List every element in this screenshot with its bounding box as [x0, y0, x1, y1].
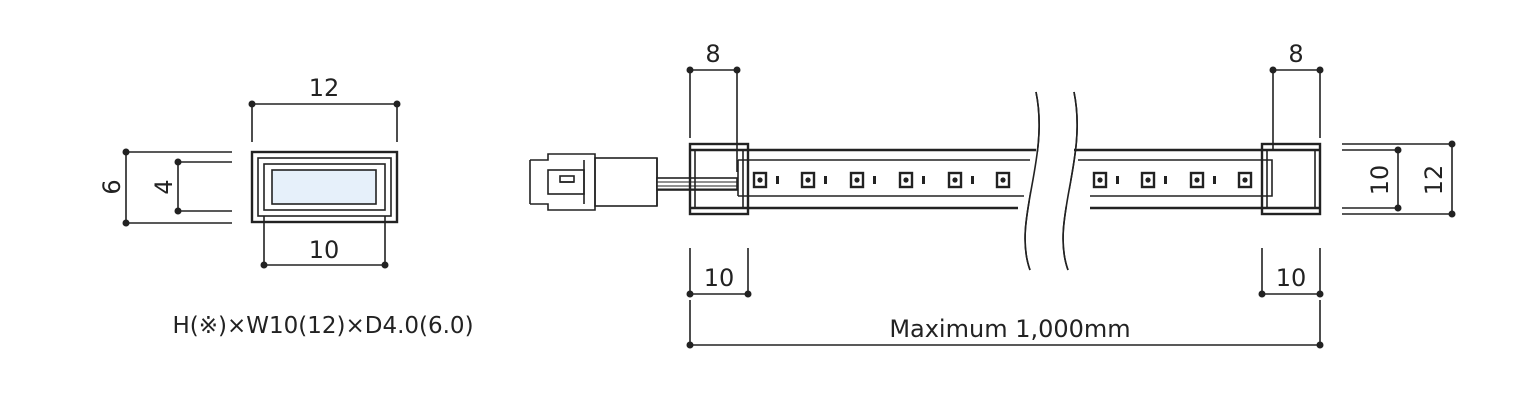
connector-plug: [529, 153, 658, 211]
dim-width-outer: 12: [309, 74, 340, 102]
led-chip: [849, 171, 876, 189]
cable: [656, 177, 738, 191]
dim-right-cap-bottom: 10: [1276, 264, 1307, 292]
led-chip: [752, 171, 779, 189]
led-chips: [752, 171, 1253, 189]
cross-section-lens: [271, 169, 377, 205]
end-cap-left: [688, 142, 750, 216]
side-view: 8 8 10 10 Maximum 1,000mm: [529, 40, 1456, 349]
led-chip: [1140, 171, 1167, 189]
dim-left-cap-top: 8: [705, 40, 720, 68]
dim-height-outer: 6: [98, 179, 126, 194]
led-chip: [898, 171, 925, 189]
led-chip: [995, 171, 1011, 189]
led-chip: [1189, 171, 1216, 189]
cross-section-diffuser: [263, 163, 386, 211]
led-chip: [1237, 171, 1253, 189]
strip-body: [690, 91, 1320, 271]
dim-overall-length: Maximum 1,000mm: [889, 315, 1130, 343]
end-cap-right: [1260, 142, 1322, 216]
led-chip: [1092, 171, 1119, 189]
led-chip: [947, 171, 974, 189]
dim-height-inner: 4: [150, 179, 178, 194]
dim-end-height-outer: 12: [1420, 165, 1448, 196]
dim-right-cap-top: 8: [1288, 40, 1303, 68]
dim-end-height-inner: 10: [1366, 165, 1394, 196]
dim-width-inner: 10: [309, 236, 340, 264]
cross-section-inner-wall: [257, 157, 392, 217]
led-chip: [800, 171, 827, 189]
cross-section-housing: [250, 150, 399, 224]
spec-label: H(※)×W10(12)×D4.0(6.0): [172, 313, 473, 339]
cross-section-view: 12 10 6 4 H(※)×W10(12)×D4.0(6.0): [98, 74, 474, 339]
dim-left-cap-bottom: 10: [704, 264, 735, 292]
